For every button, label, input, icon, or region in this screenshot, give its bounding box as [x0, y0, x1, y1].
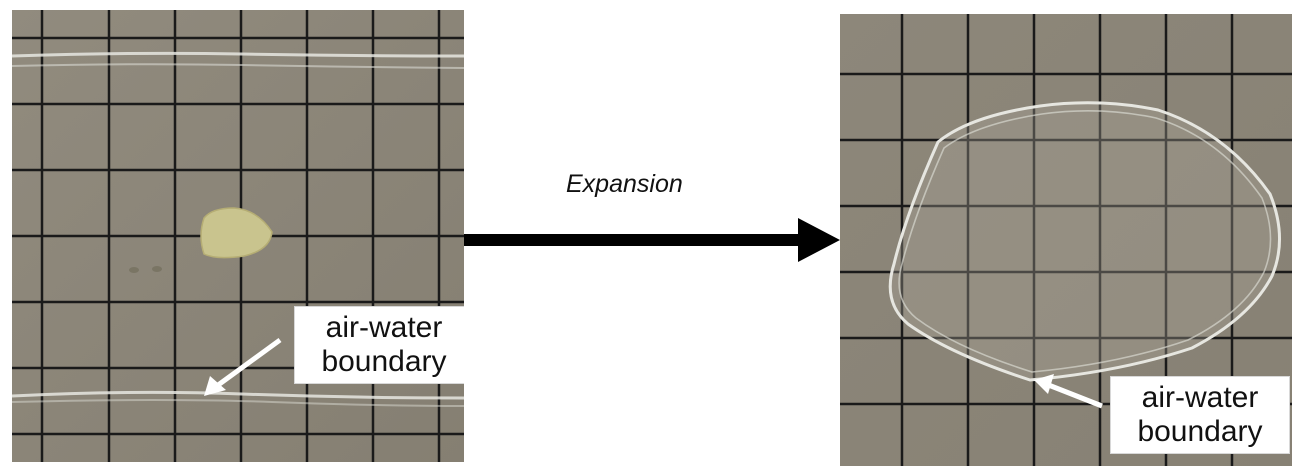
callout-air-water-boundary-left: air-water boundary — [294, 306, 464, 384]
expansion-label: Expansion — [566, 170, 683, 198]
callout-arrow-head — [1034, 374, 1054, 394]
callout-line-1: air-water — [325, 311, 443, 344]
expansion-arrow-shaft — [464, 234, 804, 246]
callout-line-2: boundary — [321, 345, 447, 378]
expansion-arrow-head — [798, 218, 840, 262]
expanded-film — [888, 101, 1281, 382]
droplet — [152, 266, 162, 272]
top-film-edge-inner — [12, 63, 464, 69]
callout-arrow-line — [212, 337, 282, 391]
droplet — [129, 267, 139, 273]
top-film-edge — [12, 51, 464, 58]
bottom-film-edge — [12, 390, 464, 400]
expanded-film-inner-edge — [898, 110, 1272, 373]
callout-line-2: boundary — [1137, 415, 1263, 448]
callout-line-1: air-water — [1141, 381, 1259, 414]
callout-arrow-head — [204, 376, 226, 396]
right-photo-after-expansion: air-water boundary — [840, 14, 1292, 466]
left-photo-before-expansion: air-water boundary — [12, 10, 464, 462]
sample-piece — [200, 207, 273, 259]
expansion-arrow — [464, 218, 840, 262]
bottom-film-edge-inner — [12, 399, 464, 407]
callout-arrow-line — [1045, 381, 1103, 409]
callout-air-water-boundary-right: air-water boundary — [1110, 376, 1290, 454]
left-photo-graphic — [12, 10, 464, 462]
